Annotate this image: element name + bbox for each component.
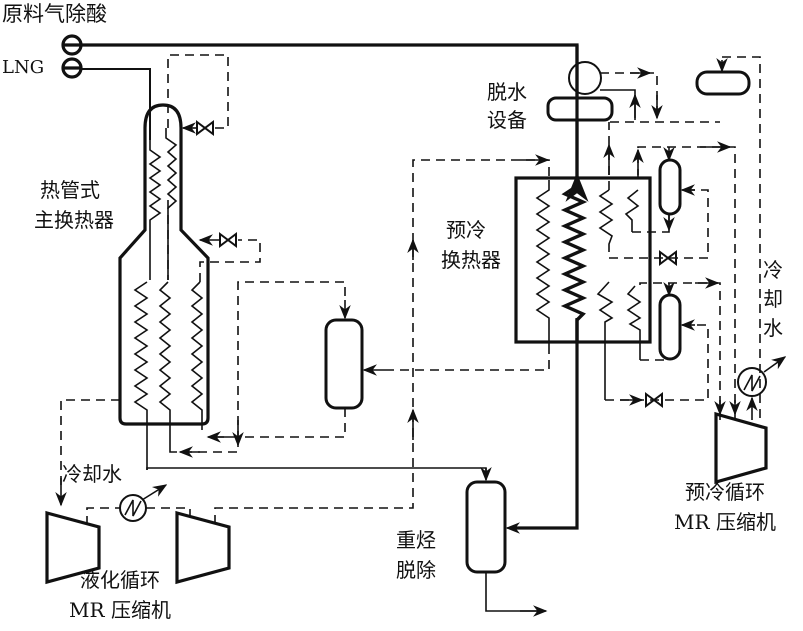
precool-separator-1 [658, 158, 682, 216]
cooler-icon [119, 484, 168, 522]
dehydration-label-line1: 脱水 [487, 80, 527, 104]
main-hx-coil-upper-2 [165, 128, 178, 280]
cooling-water-left: 冷却水 [62, 462, 122, 486]
heavy-hc-label-line1: 重烃 [396, 528, 436, 552]
precool-coil-main [560, 178, 588, 342]
precool-compressor-label-line1: 预冷循环 [685, 480, 765, 504]
heavy-hc-column [465, 480, 507, 574]
feed-gas-line [61, 34, 589, 202]
valve-icon [219, 232, 237, 248]
precool-coil-5 [596, 281, 614, 400]
main-hx-coil-lower-1 [133, 281, 149, 470]
precool-separator-2 [658, 293, 682, 361]
precool-hx-label-line2: 换热器 [441, 248, 501, 272]
precool-coil-4 [624, 189, 640, 232]
precool-coil-3 [598, 189, 614, 252]
cooling-water-right-1: 冷 [763, 258, 783, 282]
valve-icon [645, 392, 663, 408]
precool-hx-label-line1: 预冷 [446, 218, 486, 242]
dehydration-filter [568, 61, 602, 95]
valve-icon [659, 250, 677, 266]
main-hx-coil-lower-2 [158, 281, 172, 450]
precool-coil-6 [626, 285, 642, 360]
mr-separator [324, 318, 364, 410]
heavy-hc-label-line2: 脱除 [396, 558, 436, 582]
precool-compressor [714, 411, 768, 485]
liquefaction-compressor-label-line2: MR 压缩机 [69, 598, 171, 622]
feed-gas-label: 原料气除酸 [2, 2, 107, 26]
lng-label: LNG [2, 57, 45, 78]
valve-icon [196, 120, 214, 136]
precool-heat-exchanger [514, 176, 652, 344]
cooling-water-right-2: 却 [763, 287, 783, 311]
precool-mr-drum [695, 70, 751, 96]
cooler-icon [737, 356, 787, 397]
main-hx-coil-upper-1 [148, 140, 162, 280]
precool-coil-1 [535, 180, 551, 345]
main-heat-exchanger [118, 103, 210, 426]
main-hx-coil-lower-3 [190, 281, 204, 430]
main-hx-label-line1: 热管式 [40, 178, 100, 202]
main-hx-label-line2: 主换热器 [34, 208, 114, 232]
lng-line [61, 57, 151, 140]
dehydration-vessel [546, 96, 614, 122]
cooling-water-right-3: 水 [763, 316, 783, 340]
liquefaction-compressor-2 [175, 510, 231, 585]
precool-compressor-label-line2: MR 压缩机 [674, 510, 776, 534]
liquefaction-compressor-1 [45, 510, 101, 585]
liquefaction-compressor-label-line1: 液化循环 [80, 568, 160, 592]
dehydration-label-line2: 设备 [487, 108, 527, 132]
